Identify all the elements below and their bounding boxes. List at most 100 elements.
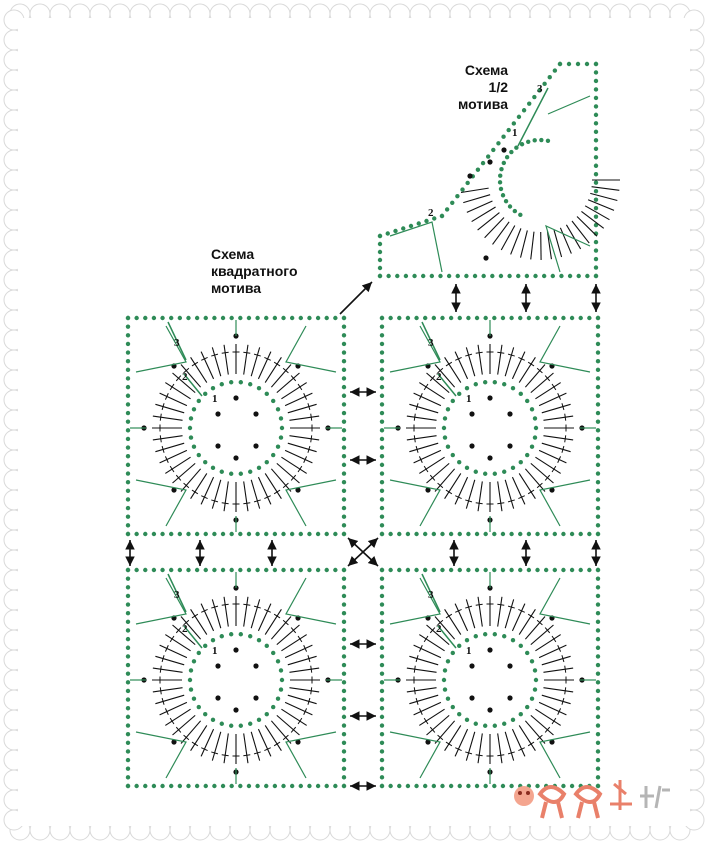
treble-stitch [413, 449, 442, 464]
treble-stitch-bar [211, 353, 219, 357]
chain-stitch-dot [464, 717, 470, 723]
chain-stitch-dot [203, 459, 208, 465]
motif-border-dot [298, 783, 303, 789]
motif-border-dot [125, 697, 131, 702]
treble-stitch-bar [221, 502, 229, 505]
treble-stitch [500, 225, 516, 251]
chain-stitch-dot [275, 407, 281, 412]
treble-stitch [571, 220, 590, 244]
motif-border-dot [595, 428, 601, 433]
half-border-dot [465, 180, 470, 186]
half-border-dot [496, 141, 501, 146]
treble-stitch [524, 364, 546, 388]
treble-stitch [155, 442, 185, 453]
motif-border-dot [379, 645, 385, 650]
motif-border-dot [341, 567, 347, 573]
chain-stitch-dot [238, 380, 244, 385]
motif-border-dot [203, 315, 208, 321]
motif-border-dot [595, 611, 601, 616]
motif-border-dot [125, 593, 131, 599]
motif-border-dot [229, 783, 234, 789]
treble-stitch [200, 603, 215, 632]
motif-border-dot [341, 680, 347, 685]
treble-stitch-bar [564, 665, 567, 673]
motif-border-dot [298, 531, 303, 537]
motif-border-dot [595, 585, 601, 590]
treble-stitch [465, 731, 476, 761]
half-border-dot [593, 222, 599, 228]
half-border-dot [480, 160, 486, 166]
treble-stitch-bar [183, 482, 190, 489]
chain-stitch-dot [188, 435, 194, 440]
treble-stitch [165, 708, 191, 726]
half-border-dot [403, 273, 409, 279]
motif-border-dot [177, 531, 183, 537]
motif-border-dot [125, 662, 131, 668]
motif-border-dot [341, 402, 347, 407]
motif-border-dot [341, 576, 347, 581]
treble-stitch-bar [290, 627, 297, 634]
motif-border-dot [341, 514, 347, 519]
treble-stitch-bar [161, 655, 165, 663]
chain-stitch-dot [442, 687, 448, 692]
motif-border-dot [341, 714, 347, 720]
motif-border-dot [125, 628, 131, 633]
treble-stitch [155, 655, 185, 666]
motif-border-dot [405, 567, 411, 573]
treble-stitch [243, 481, 249, 512]
treble-stitch [535, 634, 561, 652]
motif-border-dot [379, 350, 385, 355]
treble-stitch-bar [221, 754, 229, 757]
motif-border-dot [125, 436, 131, 442]
treble-stitch-bar [211, 605, 219, 609]
motif-border-dot [341, 384, 347, 390]
treble-stitch [426, 462, 450, 484]
row-number-label: 1 [212, 393, 218, 405]
motif-border-dot [595, 384, 601, 390]
half-border-dot [516, 273, 521, 279]
treble-stitch [530, 462, 554, 484]
motif-border-dot [483, 315, 488, 321]
chain-stitch-dot [256, 385, 262, 391]
chain-stitch-dot [191, 407, 197, 412]
motif-border-dot [341, 428, 347, 433]
chain-stitch-dot [442, 668, 448, 673]
row-start-line [421, 321, 441, 361]
chain-stitch-dot [441, 677, 447, 683]
chain-stitch-dot [248, 469, 253, 474]
treble-stitch [406, 687, 437, 693]
motif-border-dot [125, 576, 131, 581]
motif-border-dot [405, 531, 411, 537]
motif-border-dot [595, 523, 601, 528]
treble-stitch [223, 344, 229, 375]
half-border-dot [421, 273, 426, 279]
motif-border-dot [341, 445, 347, 450]
motif-border-dot [272, 567, 278, 573]
treble-stitch [419, 708, 445, 726]
motif-border-dot [169, 531, 174, 537]
treble-stitch [243, 733, 249, 764]
treble-stitch [281, 382, 307, 400]
motif-border-dot [535, 567, 540, 573]
treble-stitch [257, 603, 272, 632]
motif-border-dot [431, 315, 437, 321]
half-border-dot [576, 273, 581, 279]
half-border-dot [507, 273, 512, 279]
treble-stitch-bar [564, 413, 567, 421]
treble-stitch-bar [507, 353, 515, 357]
treble-stitch-bar [551, 465, 557, 473]
treble-stitch-bar [527, 361, 535, 367]
half-border-dot [446, 273, 452, 279]
motif-border-dot [255, 567, 260, 573]
motif-border-dot [194, 531, 200, 537]
treble-stitch [180, 720, 202, 744]
treble-stitch-bar [297, 465, 303, 473]
motif-border-dot [457, 567, 462, 573]
half-border-dot [550, 273, 555, 279]
half-border-dot [475, 167, 481, 172]
motif-border-dot [379, 619, 385, 625]
half-border-dot [566, 61, 572, 67]
motif-border-dot [595, 593, 601, 599]
half-motif-label-line-1: Схема [464, 62, 508, 78]
treble-stitch-bar [183, 367, 190, 374]
